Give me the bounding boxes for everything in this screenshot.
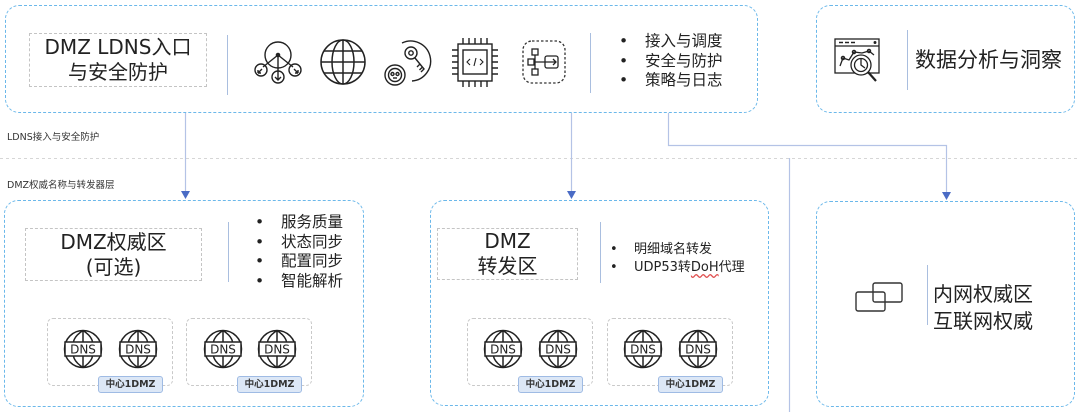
dns-label: DNS bbox=[490, 343, 516, 357]
datacenter-badge: 中心1DMZ bbox=[518, 376, 583, 393]
authority-title-box: DMZ权威区 (可选) bbox=[25, 228, 202, 281]
dns-server-group: DNS DNS 中心1DMZ bbox=[467, 318, 593, 393]
bullet-item: 状态同步 bbox=[255, 233, 343, 253]
dns-server-icon: DNS bbox=[483, 329, 523, 369]
analytics-panel bbox=[816, 5, 1075, 113]
dns-server-icon: DNS bbox=[118, 329, 158, 369]
datacenter-badge: 中心1DMZ bbox=[237, 376, 302, 393]
dns-server-icon: DNS bbox=[623, 329, 663, 369]
divider bbox=[227, 35, 228, 95]
dns-server-icon: DNS bbox=[203, 329, 243, 369]
arrow-head-icon bbox=[942, 192, 951, 200]
dns-server-icon: DNS bbox=[257, 329, 297, 369]
dns-server-icon: DNS bbox=[538, 329, 578, 369]
divider bbox=[907, 30, 908, 90]
entry-bullets: 接入与调度 安全与防护 策略与日志 bbox=[619, 32, 723, 91]
dns-label: DNS bbox=[545, 343, 571, 357]
dns-server-group: DNS DNS 中心1DMZ bbox=[607, 318, 733, 393]
bullet-item: 明细域名转发 bbox=[610, 241, 745, 259]
dns-server-group: DNS DNS 中心1DMZ bbox=[47, 318, 173, 393]
dns-label: DNS bbox=[125, 343, 151, 357]
entry-panel bbox=[5, 5, 758, 113]
forward-title-box: DMZ 转发区 bbox=[437, 228, 578, 280]
intranet-title-line2: 互联网权威 bbox=[933, 309, 1033, 333]
intranet-title-line1: 内网权威区 bbox=[933, 282, 1033, 306]
dns-label: DNS bbox=[264, 343, 290, 357]
load-balance-icon bbox=[254, 41, 302, 84]
entry-title-line1: DMZ LDNS入口 bbox=[44, 35, 192, 59]
bullet-item: 安全与防护 bbox=[619, 52, 723, 72]
chip-code-icon bbox=[452, 38, 498, 87]
dns-label: DNS bbox=[210, 343, 236, 357]
overlapping-windows-icon bbox=[855, 282, 903, 312]
divider bbox=[228, 222, 229, 282]
bullet-item: 服务质量 bbox=[255, 213, 343, 233]
entry-title-line2: 与安全防护 bbox=[68, 60, 168, 84]
bullet-item: 接入与调度 bbox=[619, 32, 723, 52]
forward-bullets: 明细域名转发 UDP53转DoH代理 bbox=[610, 241, 745, 277]
forward-title-line2: 转发区 bbox=[477, 254, 538, 278]
bullet-text: UDP53转 bbox=[634, 260, 691, 275]
intranet-panel bbox=[816, 201, 1075, 407]
spellcheck-flagged-word: DoH bbox=[690, 260, 719, 275]
security-key-icon bbox=[384, 40, 432, 86]
authority-panel bbox=[4, 200, 364, 407]
data-analysis-icon bbox=[834, 38, 880, 82]
forward-title-line1: DMZ bbox=[484, 229, 531, 253]
datacenter-badge: 中心1DMZ bbox=[98, 376, 163, 393]
bullet-item: 配置同步 bbox=[255, 252, 343, 272]
analytics-title: 数据分析与洞察 bbox=[915, 48, 1062, 72]
arrow-head-icon bbox=[181, 191, 190, 199]
connector-entry-to-intranet bbox=[667, 113, 948, 193]
authority-bullets: 服务质量 状态同步 配置同步 智能解析 bbox=[255, 213, 343, 291]
dns-server-group: DNS DNS 中心1DMZ bbox=[186, 318, 312, 393]
datacenter-badge: 中心1DMZ bbox=[658, 376, 723, 393]
dns-label: DNS bbox=[70, 343, 96, 357]
bullet-text: 代理 bbox=[718, 260, 745, 275]
bullet-item: 策略与日志 bbox=[619, 71, 723, 91]
divider bbox=[927, 265, 928, 325]
dns-server-icon: DNS bbox=[678, 329, 718, 369]
arrow-head-icon bbox=[567, 191, 576, 199]
bullet-item: 智能解析 bbox=[255, 272, 343, 292]
dns-server-icon: DNS bbox=[63, 329, 103, 369]
authority-title-line2: (可选) bbox=[85, 254, 142, 279]
entry-title-box: DMZ LDNS入口 与安全防护 bbox=[29, 33, 207, 87]
forward-panel bbox=[430, 200, 769, 406]
divider bbox=[600, 222, 601, 283]
flow-routing-icon bbox=[522, 40, 566, 84]
globe-icon bbox=[320, 39, 366, 85]
layer-label-access: LDNS接入与安全防护 bbox=[7, 132, 100, 143]
authority-title-line1: DMZ权威区 bbox=[60, 229, 167, 254]
bullet-item: UDP53转DoH代理 bbox=[610, 259, 745, 277]
dns-label: DNS bbox=[630, 343, 656, 357]
layer-label-dmz: DMZ权威名称与转发器层 bbox=[7, 180, 115, 191]
divider bbox=[590, 33, 591, 93]
dns-label: DNS bbox=[685, 343, 711, 357]
